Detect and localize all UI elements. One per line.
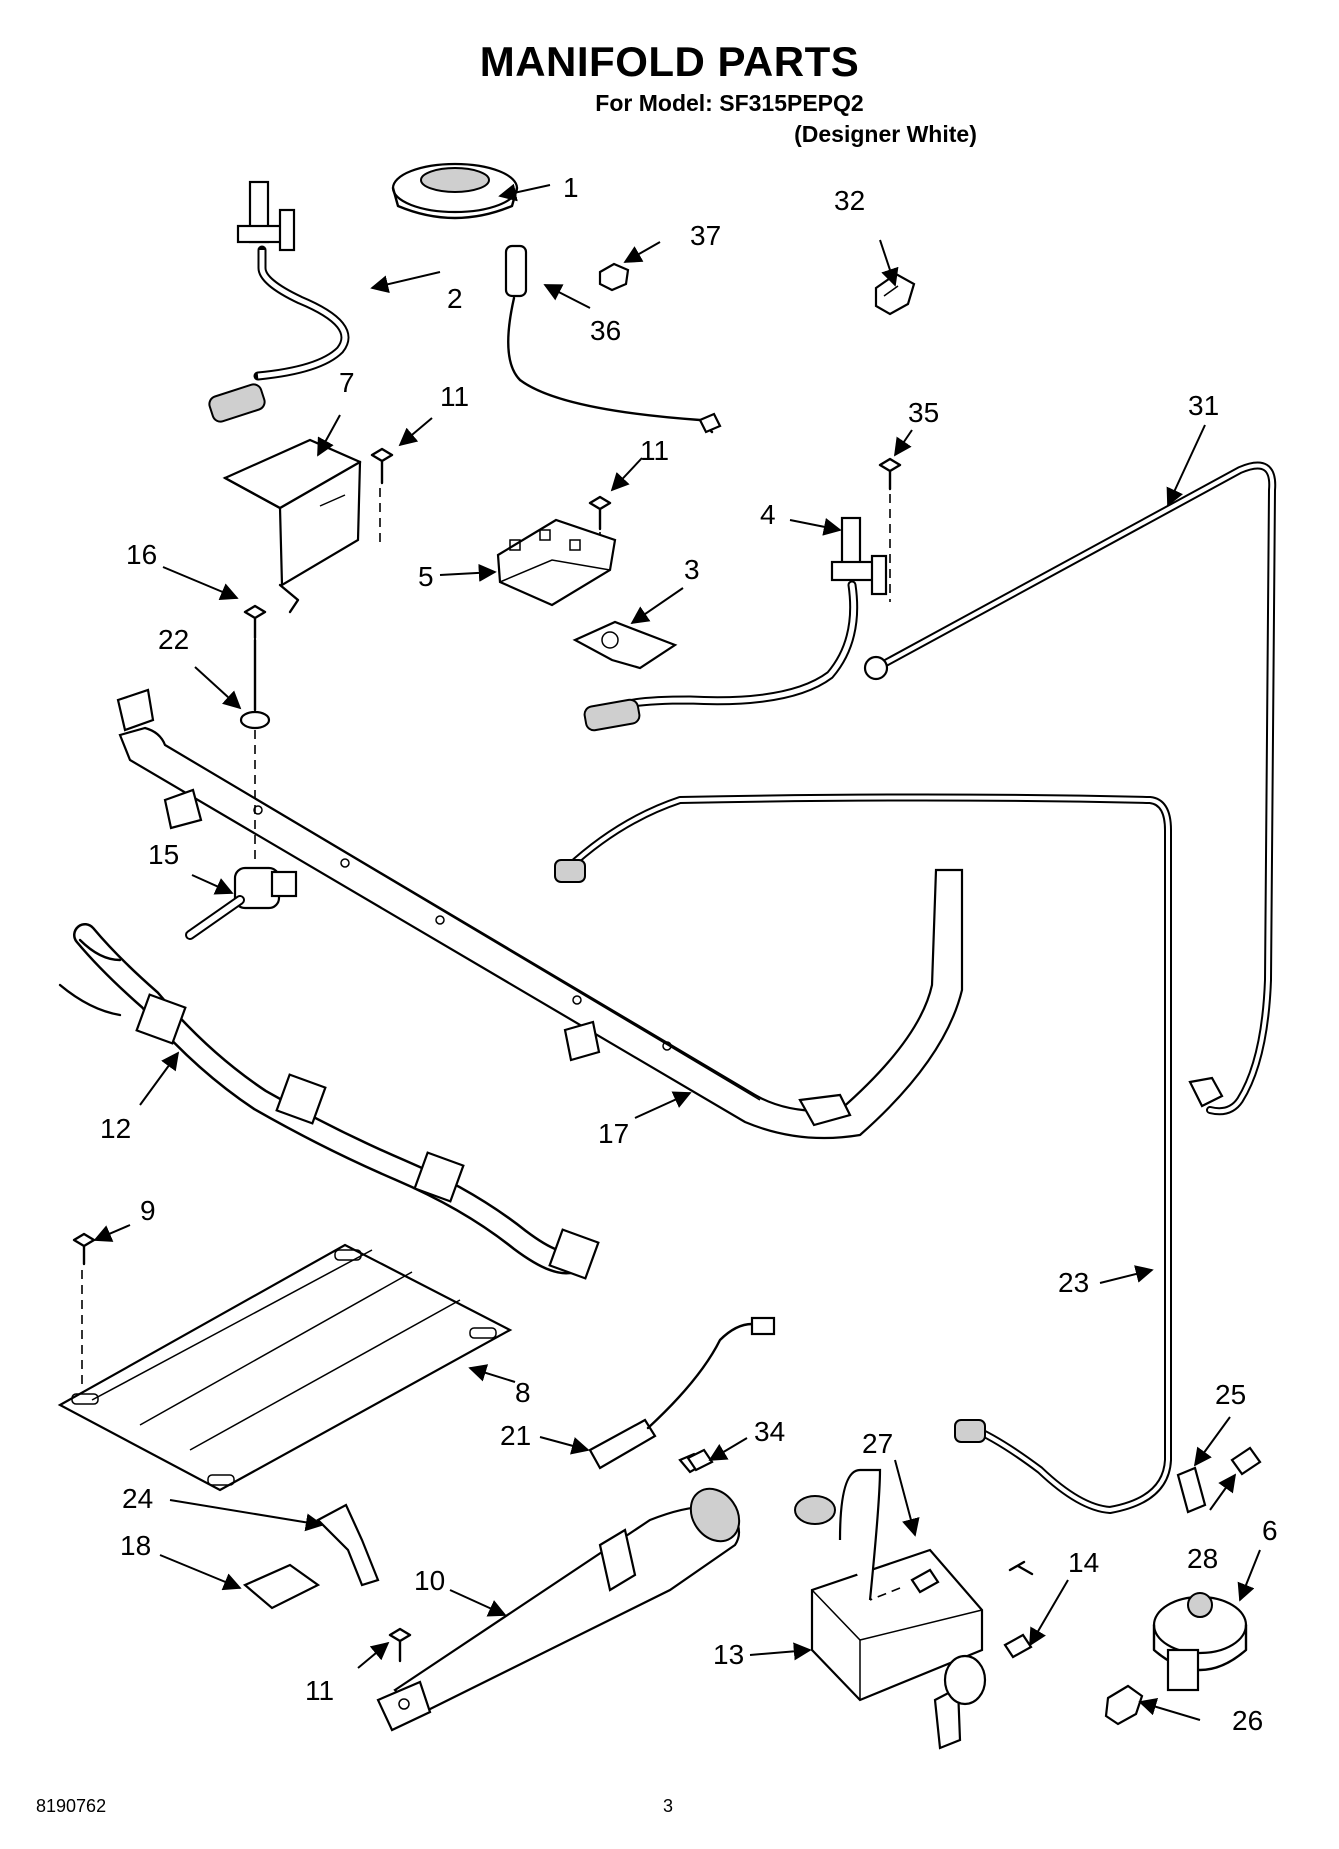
callout-4: 4 [760, 499, 776, 530]
callout-2: 2 [447, 283, 463, 314]
callout-34: 34 [754, 1416, 785, 1447]
callout-17: 17 [598, 1118, 629, 1149]
callout-11a: 11 [440, 381, 469, 412]
part-1-burner-head [391, 162, 519, 220]
callout-12: 12 [100, 1113, 131, 1144]
part-13-housing [794, 1468, 987, 1750]
part-8-shield-plate [57, 1232, 513, 1492]
callout-15: 15 [148, 839, 179, 870]
part-7-shield [222, 438, 362, 614]
callout-6: 6 [1262, 1515, 1278, 1546]
part-18-clip [242, 1563, 321, 1610]
callout-26: 26 [1232, 1705, 1263, 1736]
page-title: MANIFOLD PARTS [479, 38, 860, 85]
part-2-orifice-tube [208, 180, 350, 423]
page-number: 3 [663, 1796, 674, 1816]
callout-1: 1 [563, 172, 579, 203]
part-25-clip [1176, 1466, 1207, 1514]
callout-36: 36 [590, 315, 621, 346]
callout-16: 16 [126, 539, 157, 570]
part-17-manifold [116, 688, 964, 1140]
callout-37: 37 [690, 220, 721, 251]
callout-31: 31 [1188, 390, 1219, 421]
part-31-gas-tube [863, 461, 1277, 1116]
part-23-gas-tube [554, 793, 1172, 1514]
callout-8: 8 [515, 1377, 531, 1408]
callout-11b: 11 [640, 435, 669, 466]
callout-18: 18 [120, 1530, 151, 1561]
leader-lines [93, 183, 1261, 1721]
part-6-regulator [1152, 1592, 1248, 1692]
screw-group [239, 447, 1034, 1663]
part-4-orifice-tube [583, 516, 888, 732]
callout-7: 7 [339, 367, 355, 398]
part-5-terminal-block [496, 518, 617, 607]
callout-27: 27 [862, 1428, 893, 1459]
callout-21: 21 [500, 1420, 531, 1451]
part-12-wire-harness [58, 923, 600, 1280]
document-number: 8190762 [36, 1796, 107, 1816]
callout-22: 22 [158, 624, 189, 655]
part-27-screw [869, 1568, 940, 1601]
callout-labels: 1 2 3 4 5 6 7 8 9 10 11 11 11 11 12 13 1… [100, 172, 1278, 1736]
part-3-bracket [572, 620, 678, 670]
model-line: For Model: SF315PEPQ2 [595, 90, 864, 116]
callout-13: 13 [713, 1639, 744, 1670]
callout-5: 5 [418, 561, 434, 592]
callout-32: 32 [834, 185, 865, 216]
callout-24: 24 [122, 1483, 153, 1514]
part-34-screw [686, 1448, 714, 1472]
callout-10: 10 [414, 1565, 445, 1596]
part-28-screw [1230, 1446, 1262, 1476]
callout-14: 14 [1068, 1547, 1099, 1578]
part-14-screw [1003, 1633, 1033, 1659]
callout-9: 9 [140, 1195, 156, 1226]
part-10-burner-tube [376, 1487, 741, 1732]
callout-25: 25 [1215, 1379, 1246, 1410]
callout-28: 28 [1187, 1543, 1218, 1574]
part-36-electrode [504, 244, 722, 434]
part-24-bracket [316, 1503, 380, 1587]
part-15-valve [185, 730, 298, 940]
callout-11d: 11 [305, 1675, 334, 1706]
part-37-fitting [598, 262, 630, 292]
callout-35: 35 [908, 397, 939, 428]
model-variant: (Designer White) [794, 121, 977, 147]
part-26-fitting [1104, 1684, 1144, 1726]
callout-23: 23 [1058, 1267, 1089, 1298]
part-32-fitting [874, 272, 916, 316]
part-21-igniter [588, 1316, 776, 1474]
callout-3: 3 [684, 554, 700, 585]
